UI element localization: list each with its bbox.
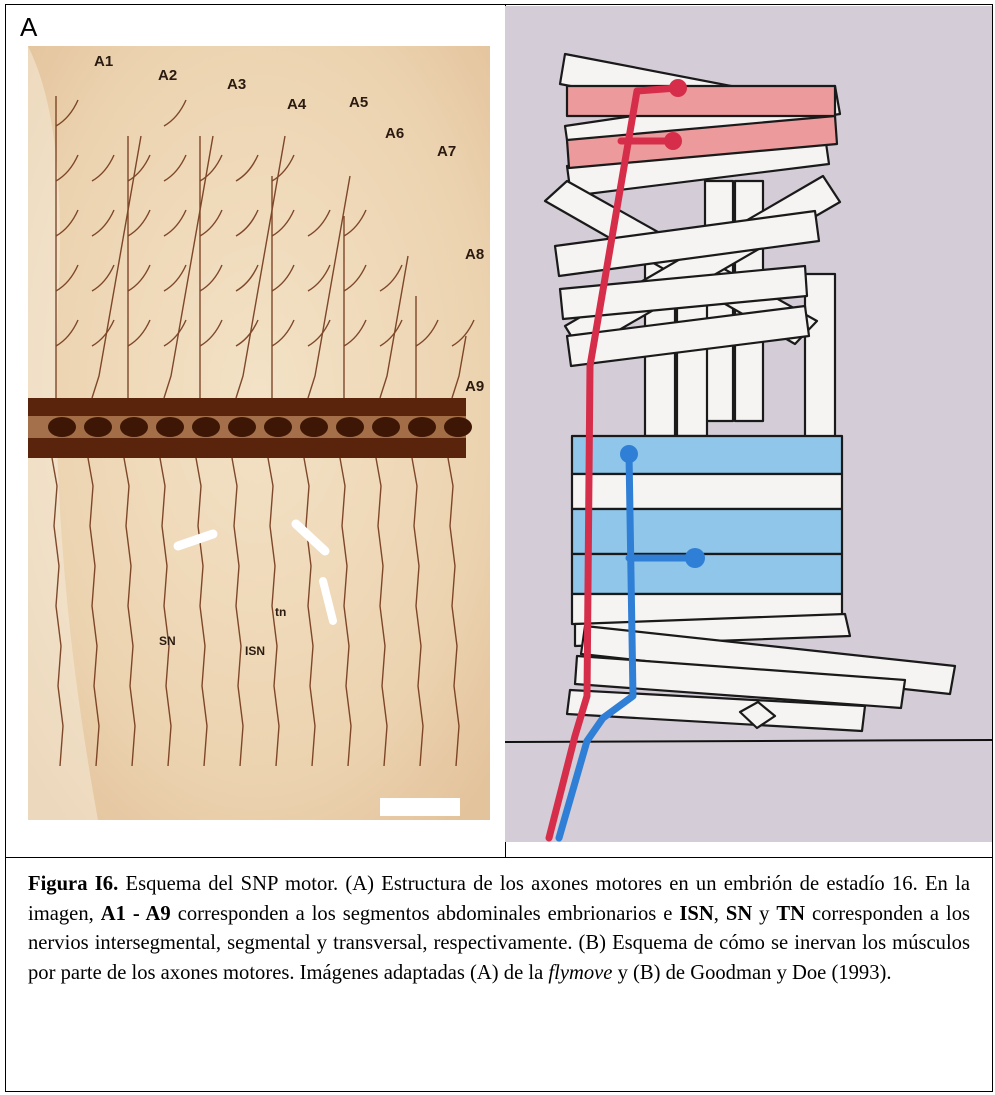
cord-bead xyxy=(120,417,148,437)
segment-label-a9: A9 xyxy=(465,379,484,394)
ventral-nerve-cord-lower xyxy=(28,438,466,458)
ventral-nerve-cord-upper xyxy=(28,398,466,416)
cord-bead xyxy=(336,417,364,437)
segment-label-a2: A2 xyxy=(158,68,177,83)
caption-divider xyxy=(5,857,993,858)
muscle-schematic-svg xyxy=(505,6,992,842)
red-axon-terminal-1 xyxy=(669,79,687,97)
caption-text-2: corresponden a los segmentos abdominales… xyxy=(171,903,680,925)
segment-label-a5: A5 xyxy=(349,95,368,110)
artefact-4 xyxy=(380,798,460,816)
cord-bead xyxy=(444,417,472,437)
muscle-blue-1 xyxy=(572,436,842,474)
muscle-ventral-1 xyxy=(572,474,842,509)
cord-bead xyxy=(48,417,76,437)
panel-a-letter: A xyxy=(20,14,37,40)
caption-text-3: , xyxy=(714,903,726,925)
caption-bold-1: A1 - A9 xyxy=(101,903,171,925)
cord-bead xyxy=(264,417,292,437)
muscle-vertical-5 xyxy=(805,274,835,444)
caption-italic-1: flymove xyxy=(548,962,612,984)
caption-text-6: y (B) de Goodman y Doe (1993). xyxy=(612,962,891,984)
muscle-red-1 xyxy=(567,86,835,116)
cord-bead xyxy=(228,417,256,437)
muscle-blue-3 xyxy=(572,554,842,594)
segment-label-a4: A4 xyxy=(287,97,306,112)
caption-text-4: y xyxy=(752,903,776,925)
segment-label-a3: A3 xyxy=(227,77,246,92)
nerve-label-sn: SN xyxy=(159,635,176,647)
segment-label-a6: A6 xyxy=(385,126,404,141)
cord-bead xyxy=(156,417,184,437)
cord-bead xyxy=(372,417,400,437)
caption-bold-2: ISN xyxy=(679,903,713,925)
figure-caption: Figura I6. Esquema del SNP motor. (A) Es… xyxy=(28,870,970,988)
cord-bead xyxy=(300,417,328,437)
red-axon-terminal-2 xyxy=(664,132,682,150)
blue-axon-terminal-2 xyxy=(685,548,705,568)
cord-bead xyxy=(192,417,220,437)
segment-label-a7: A7 xyxy=(437,144,456,159)
muscle-blue-2 xyxy=(572,509,842,554)
segment-label-a1: A1 xyxy=(94,54,113,69)
caption-bold-4: TN xyxy=(776,903,805,925)
blue-axon-terminal-1 xyxy=(620,445,638,463)
nerve-label-tn: tn xyxy=(275,606,286,618)
cord-bead xyxy=(408,417,436,437)
embryo-micrograph: A1 A2 A3 A4 A5 A6 A7 A8 A9 SN ISN tn xyxy=(28,46,490,820)
cord-bead xyxy=(84,417,112,437)
segment-label-a8: A8 xyxy=(465,247,484,262)
muscle-schematic xyxy=(505,6,992,842)
embryo-micrograph-svg xyxy=(28,46,490,820)
caption-label: Figura I6. xyxy=(28,873,118,895)
caption-bold-3: SN xyxy=(726,903,752,925)
nerve-label-isn: ISN xyxy=(245,645,265,657)
